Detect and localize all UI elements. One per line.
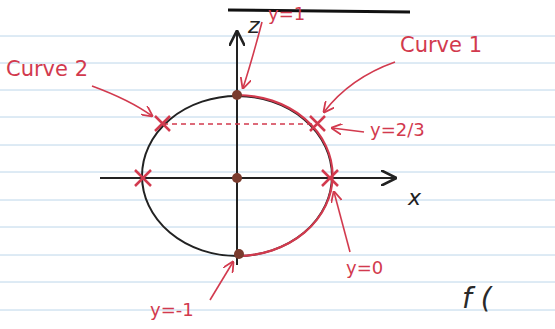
value-label: y=1 — [268, 4, 305, 24]
axis-label: z — [248, 14, 260, 38]
ruled-lines — [0, 36, 555, 310]
value-label: y=0 — [346, 258, 383, 278]
note-text: f ( — [462, 284, 492, 315]
value-label: y=-1 — [150, 300, 194, 320]
leader-arrows — [92, 22, 395, 300]
level-line — [163, 123, 316, 124]
axis-label: x — [408, 186, 421, 210]
circle — [142, 96, 332, 256]
curve-1-arc — [237, 95, 333, 256]
cross-marks — [135, 116, 338, 186]
points — [232, 90, 244, 259]
curve-label: Curve 2 — [6, 58, 88, 81]
heading-underline — [228, 10, 410, 12]
z-axis — [236, 32, 238, 265]
value-label: y=2/3 — [370, 120, 425, 140]
curve-label: Curve 1 — [400, 34, 482, 57]
